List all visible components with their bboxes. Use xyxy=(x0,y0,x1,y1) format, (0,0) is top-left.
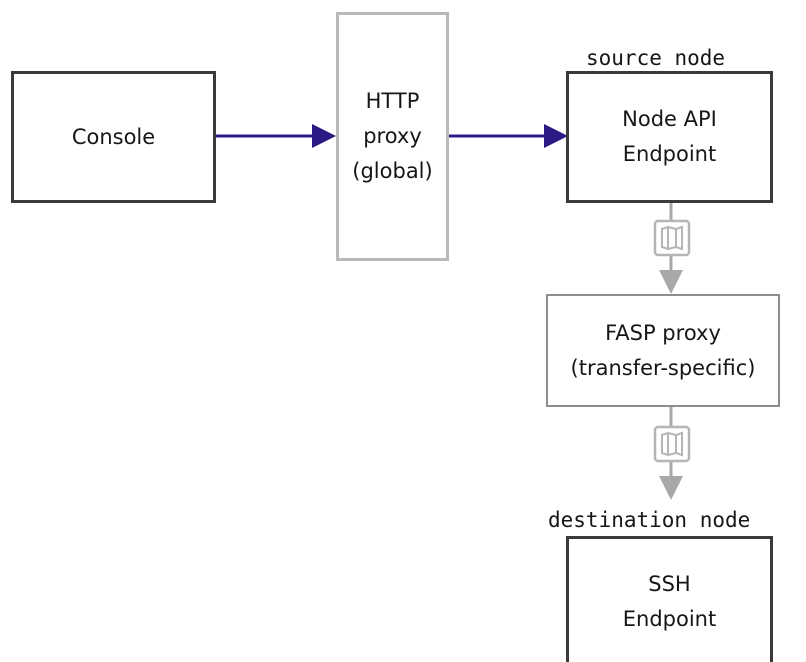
http-proxy-line-2: proxy xyxy=(363,124,422,148)
file-transfer-icon xyxy=(653,219,691,257)
fasp-proxy-box: FASP proxy (transfer-specific) xyxy=(546,294,780,407)
node-api-line-1: Node API xyxy=(622,107,717,131)
node-api-endpoint-box: Node API Endpoint xyxy=(566,71,773,203)
ssh-endpoint-line-1: SSH xyxy=(648,572,691,596)
destination-node-caption: destination node xyxy=(548,508,751,532)
fasp-proxy-line-2: (transfer-specific) xyxy=(570,355,756,380)
http-proxy-line-1: HTTP xyxy=(365,89,420,113)
arrow-http-proxy-to-node-api xyxy=(449,124,568,148)
console-box: Console xyxy=(11,71,216,203)
file-transfer-icon xyxy=(653,425,691,463)
node-api-line-2: Endpoint xyxy=(622,142,717,166)
fasp-proxy-line-1: FASP proxy xyxy=(605,320,721,345)
console-label: Console xyxy=(71,124,156,149)
ssh-endpoint-line-2: Endpoint xyxy=(622,607,717,631)
source-node-caption: source node xyxy=(586,46,726,70)
http-proxy-line-3: (global) xyxy=(352,159,433,183)
http-proxy-box: HTTP proxy (global) xyxy=(336,12,449,261)
ssh-endpoint-box: SSH Endpoint xyxy=(566,536,773,662)
arrow-console-to-http-proxy xyxy=(216,124,336,148)
